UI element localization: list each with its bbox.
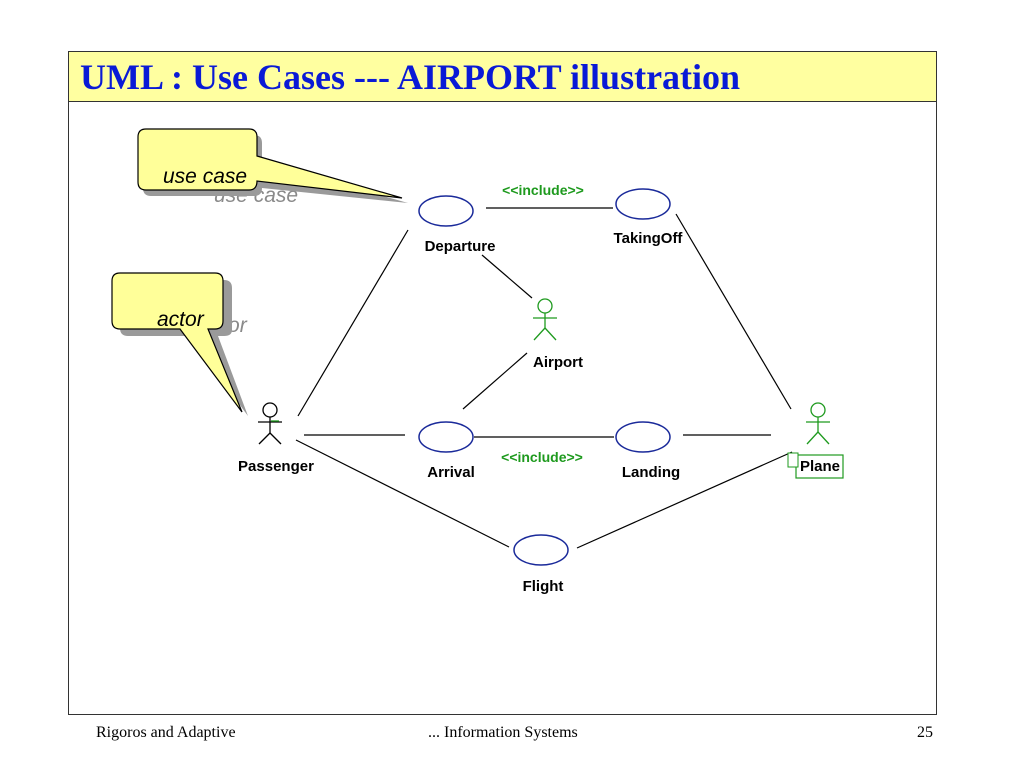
actor-passenger[interactable] [258,402,282,445]
slide-frame [68,51,937,715]
actor-airport[interactable] [533,298,557,341]
label-plane: Plane [800,458,840,475]
line-passenger-flight [295,439,510,548]
line-airport-arrival [462,352,528,410]
label-passenger: Passenger [238,458,314,475]
use-case-departure[interactable] [418,195,474,227]
association-lines [295,207,793,549]
plane-label-handle [787,452,799,468]
slide-title: UML : Use Cases --- AIRPORT illustration [80,57,741,97]
use-case-flight[interactable] [513,534,569,566]
title-bar [69,52,936,102]
use-case-takingoff[interactable] [615,188,671,220]
actor-plane[interactable] [806,402,830,445]
callout-use-case-bubble [137,128,403,199]
callout-use-case: use case use case [137,128,408,207]
callout-actor: actor actor [111,272,248,416]
line-passenger-departure [297,229,409,417]
line-flight-plane [576,451,793,549]
use-case-landing[interactable] [615,421,671,453]
label-departure: Departure [425,238,496,255]
include-label-bottom: <<include>> [501,449,583,465]
label-takingoff: TakingOff [614,230,684,247]
callout-use-case-text: use case [163,165,247,188]
line-takingoff-plane [675,213,792,410]
label-arrival: Arrival [427,464,475,481]
label-flight: Flight [523,578,564,595]
line-departure-airport [481,254,533,299]
callout-actor-text: actor [157,308,205,331]
callout-actor-bubble [111,272,243,413]
label-airport: Airport [533,354,583,371]
label-landing: Landing [622,464,680,481]
footer-left-text: Rigoros and Adaptive [96,724,236,741]
use-case-arrival[interactable] [418,421,474,453]
footer-center-text: ... Information Systems [428,724,578,741]
include-label-top: <<include>> [502,182,584,198]
page-number: 25 [917,724,933,741]
